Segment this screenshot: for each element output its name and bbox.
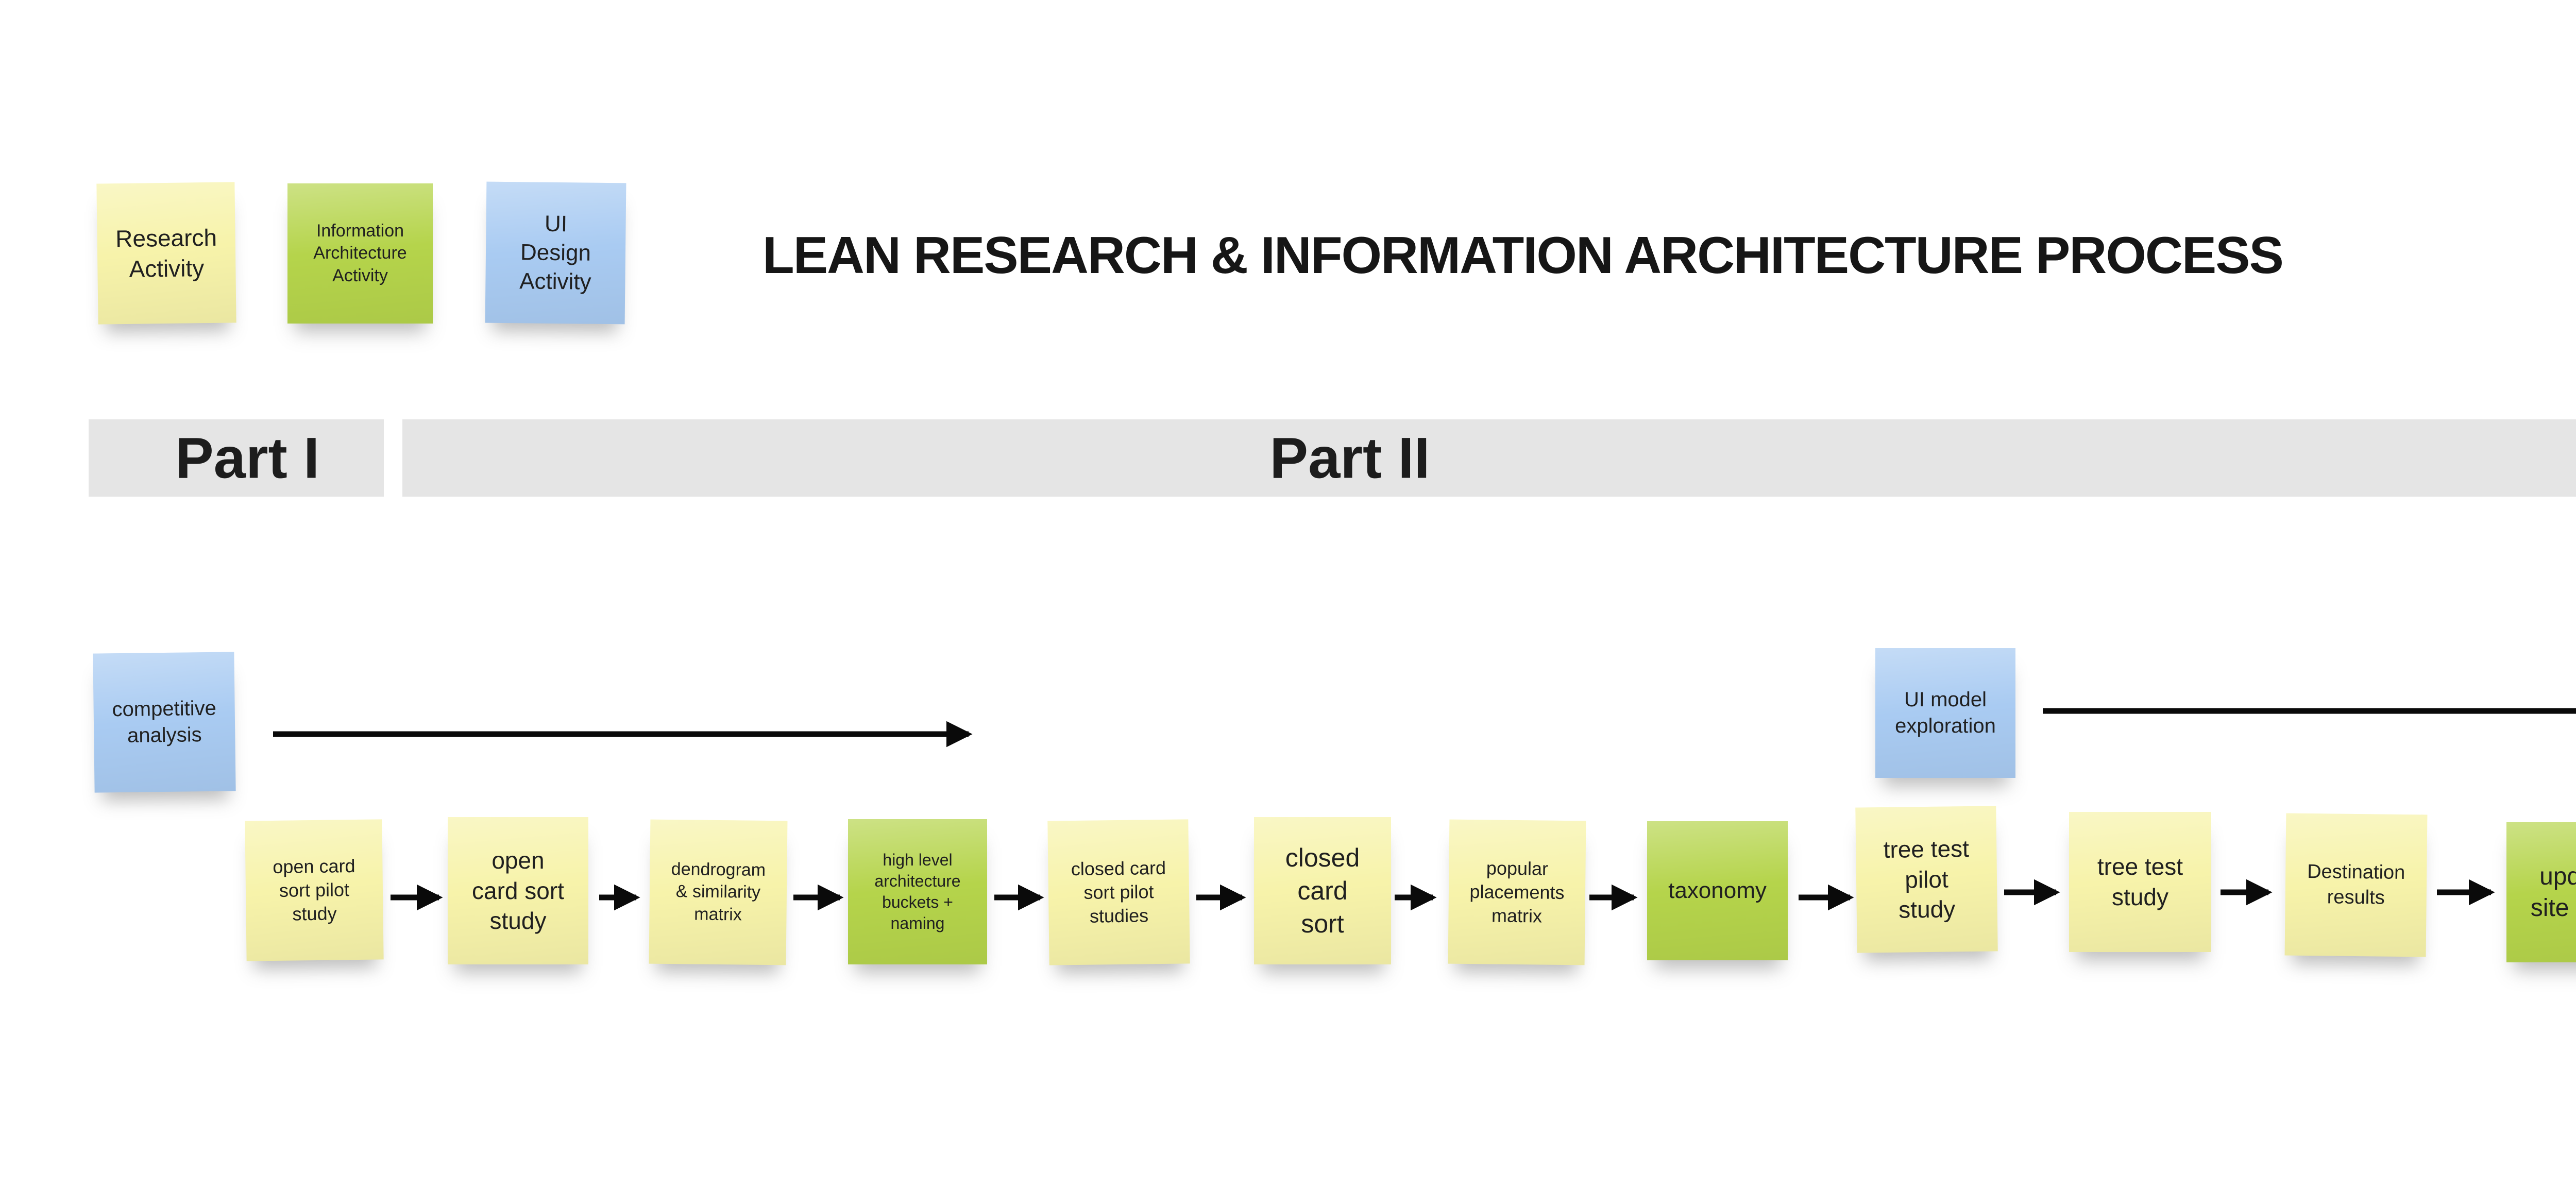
note-competitive-analysis[interactable]: competitive analysis bbox=[93, 652, 236, 793]
legend-note-information-architecture-activity[interactable]: Information Architecture Activity bbox=[287, 183, 433, 324]
part1-label: Part I bbox=[175, 426, 320, 490]
note-tree-test-study[interactable]: tree test study bbox=[2069, 812, 2211, 952]
page-title: LEAN RESEARCH & INFORMATION ARCHITECTURE… bbox=[762, 226, 2284, 284]
note-closed-card-sort[interactable]: closed card sort bbox=[1254, 817, 1391, 964]
note-tree-test-pilot-study[interactable]: tree test pilot study bbox=[1855, 806, 1998, 953]
part2-header-bar: Part II bbox=[402, 419, 2576, 497]
note-dendrogram-similarity-matrix[interactable]: dendrogram & similarity matrix bbox=[649, 819, 788, 965]
note-destination-results[interactable]: Destination results bbox=[2284, 813, 2428, 957]
note-closed-card-sort-pilot-studies[interactable]: closed card sort pilot studies bbox=[1047, 819, 1190, 965]
legend-note-ui-design-activity[interactable]: UI Design Activity bbox=[485, 181, 626, 325]
note-ui-model-exploration[interactable]: UI model exploration bbox=[1875, 648, 2015, 778]
part2-label: Part II bbox=[1269, 426, 1430, 490]
note-open-card-sort-pilot-study[interactable]: open card sort pilot study bbox=[245, 819, 384, 961]
part1-header-bar: Part I bbox=[89, 419, 384, 497]
note-popular-placements-matrix[interactable]: popular placements matrix bbox=[1448, 819, 1586, 965]
note-high-level-architecture-buckets-naming[interactable]: high level architecture buckets + naming bbox=[848, 819, 987, 964]
note-taxonomy[interactable]: taxonomy bbox=[1647, 821, 1788, 960]
note-open-card-sort-study[interactable]: open card sort study bbox=[448, 817, 588, 964]
legend-note-research-activity[interactable]: Research Activity bbox=[96, 182, 236, 325]
note-update-site-map[interactable]: update site map bbox=[2506, 822, 2576, 962]
